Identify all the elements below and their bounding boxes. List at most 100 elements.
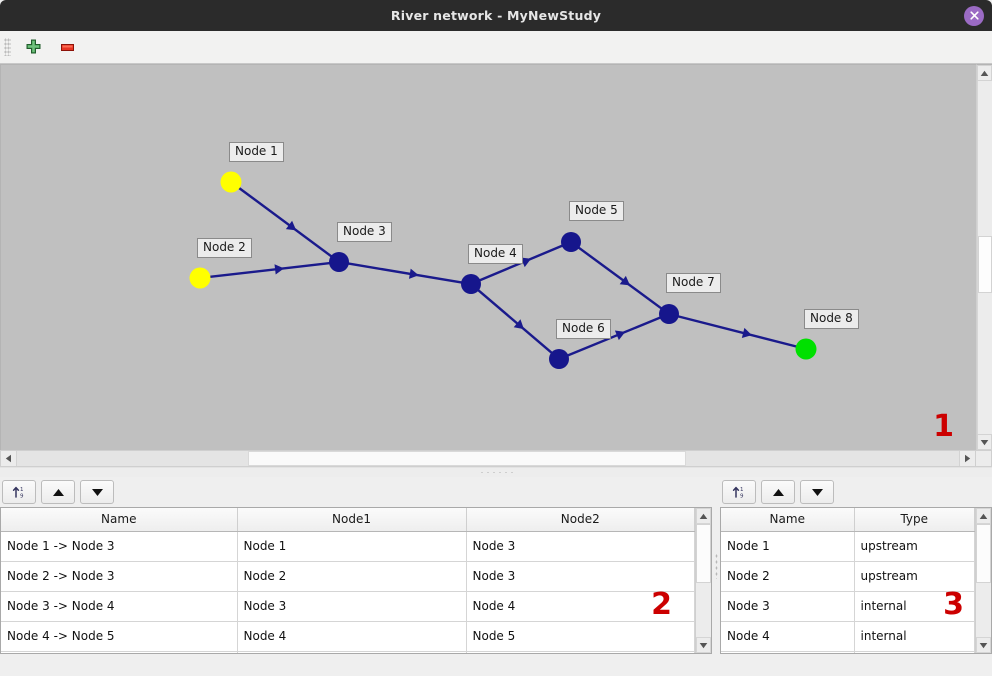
nodes-move-down-button[interactable]	[800, 480, 834, 504]
graph-node-label[interactable]: Node 2	[197, 238, 252, 258]
table-cell[interactable]: Node 3 -> Node 4	[1, 591, 238, 622]
close-icon[interactable]	[964, 5, 984, 26]
scroll-right-icon[interactable]	[959, 451, 975, 466]
graph-node-label[interactable]: Node 3	[337, 222, 392, 242]
graph-node-label[interactable]: Node 1	[229, 142, 284, 162]
canvas-hscroll-thumb[interactable]	[247, 451, 686, 466]
horizontal-splitter[interactable]	[0, 467, 992, 477]
table-cell[interactable]: Node 3	[721, 591, 855, 622]
table-cell[interactable]: Node 2	[237, 561, 467, 592]
column-header[interactable]: Type	[854, 508, 975, 532]
column-header[interactable]: Name	[1, 508, 238, 532]
table-cell	[1, 651, 238, 653]
canvas-horizontal-scrollbar[interactable]	[0, 450, 976, 467]
graph-node[interactable]	[659, 304, 679, 324]
scroll-left-icon[interactable]	[1, 451, 17, 466]
graph-node[interactable]	[220, 171, 242, 193]
svg-text:1: 1	[740, 487, 744, 493]
reaches-vscroll-thumb[interactable]	[696, 524, 711, 583]
reaches-vscroll-track[interactable]	[696, 524, 711, 637]
table-cell[interactable]: upstream	[854, 531, 975, 562]
remove-node-button[interactable]	[53, 34, 81, 60]
reaches-move-up-button[interactable]	[41, 480, 75, 504]
canvas-vscroll-track[interactable]	[977, 81, 992, 434]
nodes-sort-button[interactable]: 1 9	[722, 480, 756, 504]
table-cell[interactable]: Node 2 -> Node 3	[1, 561, 238, 592]
table-cell[interactable]: Node 4 -> Node 5	[1, 621, 238, 652]
window-title: River network - MyNewStudy	[390, 8, 602, 23]
svg-text:9: 9	[20, 494, 24, 500]
scroll-down-icon[interactable]	[977, 434, 992, 450]
graph-node[interactable]	[561, 232, 581, 252]
table-cell[interactable]: Node 4	[466, 591, 695, 622]
table-cell[interactable]: Node 2	[721, 561, 855, 592]
scroll-up-icon[interactable]	[977, 65, 992, 81]
graph-node[interactable]	[549, 349, 569, 369]
edge[interactable]	[677, 315, 798, 348]
graph-node[interactable]	[795, 338, 817, 360]
table-cell[interactable]: Node 3	[466, 531, 695, 562]
edge[interactable]	[566, 316, 662, 357]
reaches-scroll-up-icon[interactable]	[696, 508, 711, 524]
table-cell[interactable]: Node 1	[237, 531, 467, 562]
reaches-move-down-button[interactable]	[80, 480, 114, 504]
column-header[interactable]: Name	[721, 508, 855, 532]
graph-node[interactable]	[461, 274, 481, 294]
edge[interactable]	[577, 246, 663, 310]
graph-node-label[interactable]: Node 6	[556, 319, 611, 339]
table-cell[interactable]: Node 1	[721, 531, 855, 562]
column-header[interactable]: Node1	[237, 508, 467, 532]
table-cell[interactable]: Node 4	[237, 621, 467, 652]
table-cell[interactable]: upstream	[854, 561, 975, 592]
table-cell[interactable]: internal	[854, 591, 975, 622]
table-cell[interactable]: Node 4	[721, 621, 855, 652]
add-node-button[interactable]	[19, 34, 47, 60]
table-cell[interactable]: Node 1 -> Node 3	[1, 531, 238, 562]
nodes-scroll-down-icon[interactable]	[976, 637, 991, 653]
graph-node[interactable]	[329, 252, 349, 272]
nodes-vscroll-thumb[interactable]	[976, 524, 991, 583]
toolbar-grip[interactable]	[4, 38, 11, 56]
reaches-sort-button[interactable]: 1 9	[2, 480, 36, 504]
vertical-splitter[interactable]	[712, 477, 720, 654]
reaches-vertical-scrollbar[interactable]	[695, 508, 711, 653]
column-header[interactable]: Node2	[466, 508, 695, 532]
nodes-vertical-scrollbar[interactable]	[975, 508, 991, 653]
canvas-vertical-scrollbar[interactable]	[976, 64, 992, 450]
network-canvas[interactable]: Node 1 Node 2 Node 3 Node 4 Node 5 Node 6 Node…	[0, 64, 976, 450]
triangle-up-icon	[772, 488, 784, 496]
table-cell[interactable]: Node 5	[466, 621, 695, 652]
edge[interactable]	[477, 288, 553, 355]
graph-node-label[interactable]: Node 8	[804, 309, 859, 329]
graph-node[interactable]	[189, 267, 211, 289]
nodes-scroll-up-icon[interactable]	[976, 508, 991, 524]
edge-arrow-icon	[619, 275, 631, 286]
table-cell[interactable]: internal	[854, 621, 975, 652]
edge[interactable]	[347, 262, 463, 284]
graph-node-label[interactable]: Node 5	[569, 201, 624, 221]
graph-node-label[interactable]: Node 4	[468, 244, 523, 264]
graph-node-label[interactable]: Node 7	[666, 273, 721, 293]
table-cell[interactable]: Node 3	[237, 591, 467, 622]
nodes-move-up-button[interactable]	[761, 480, 795, 504]
nodes-vscroll-track[interactable]	[976, 524, 991, 637]
table-cell[interactable]: Node 3	[466, 561, 695, 592]
reaches-scroll-down-icon[interactable]	[696, 637, 711, 653]
edge[interactable]	[208, 261, 331, 279]
canvas-vscroll-thumb[interactable]	[978, 236, 992, 293]
canvas-hscroll-track[interactable]	[17, 451, 959, 466]
edge[interactable]	[237, 186, 333, 258]
